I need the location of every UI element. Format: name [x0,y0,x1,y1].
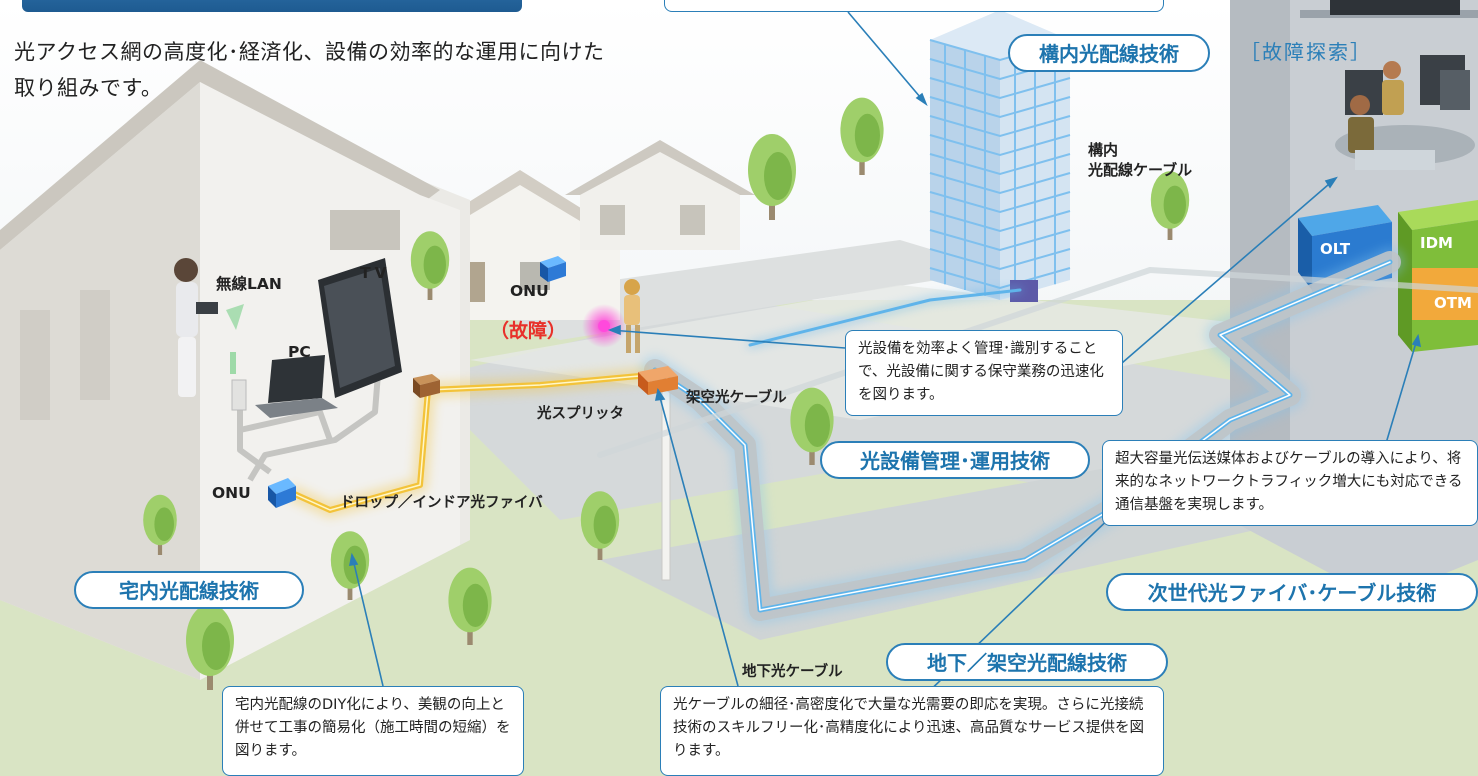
server-room-people [1330,0,1475,170]
router-icon [230,352,247,411]
laptop-icon [255,355,338,418]
tv-label: TV [360,264,391,282]
woman-with-tablet-icon [174,258,244,397]
onu-box-home [268,478,296,508]
building-floor-line [929,229,1071,252]
building-floor-line [929,115,1071,138]
idm-label: IDM [1420,234,1453,252]
tech-indoor-building-wiring: 構内光配線技術 [1008,34,1210,72]
indoor-cables [237,347,383,482]
onu-fault-label: ONU [510,282,549,300]
idm-otm-rack [1398,200,1478,352]
building-floor-line [929,248,1071,271]
olt-label: OLT [1320,240,1351,258]
onu-home-label: ONU [212,484,251,502]
building-cable-label-text: 構内 光配線ケーブル [1088,141,1193,179]
fault-glow-marker [582,304,626,348]
callout-home-diy: 宅内光配線のDIY化により、美観の向上と併せて工事の簡易化（施工時間の短縮）を図… [222,686,524,776]
callout-facility-management: 光設備を効率よく管理･識別することで、光設備に関する保守業務の迅速化を図ります。 [845,330,1123,416]
tree-icon [580,491,620,560]
tree-icon [1150,171,1190,240]
tv-icon [318,258,402,398]
tech-underground-aerial: 地下／架空光配線技術 [886,643,1168,681]
underground-fiber-path [597,247,1478,625]
tech-next-gen-fiber: 次世代光ファイバ･ケーブル技術 [1106,573,1478,611]
tree-icon [448,567,492,645]
building-floor-line [929,153,1071,176]
wireless-lan-label: 無線LAN [216,275,282,293]
splitter-box-home [413,374,440,398]
tree-icon [143,494,177,555]
pc-label: PC [288,343,311,361]
splitter-box-pole [638,366,678,395]
tech-home-wiring: 宅内光配線技術 [74,571,304,609]
tall-building [929,10,1071,302]
fault-label: （故障） [490,320,567,342]
building-floor-line [929,96,1071,119]
underground-cable-label: 地下光ケーブル [742,664,843,680]
intro-text: 光アクセス網の高度化･経済化、設備の効率的な運用に向けた取り組みです。 [14,40,605,100]
tech-facility-management: 光設備管理･運用技術 [820,441,1090,479]
otm-label: OTM [1434,294,1472,312]
drop-fiber-path [286,367,651,518]
worker-icon [624,279,640,353]
callout-pointers [348,11,1422,702]
building-floor-line [929,172,1071,195]
house-back-right [565,140,755,250]
section-header-bar [22,0,522,12]
tree-icon [790,387,834,465]
building-floor-line [929,191,1071,214]
building-floor-line [929,267,1071,290]
callout-cable-density: 光ケーブルの細径･高密度化で大量な光需要の即応を実現。さらに光接続技術のスキルフ… [660,686,1164,776]
top-callout-box [664,0,1164,12]
tree-icon [840,97,884,175]
building-floor-line [929,134,1071,157]
aerial-cable-label: 架空光ケーブル [686,390,787,406]
tree-icon [186,604,234,690]
building-floor-line [929,210,1071,233]
tree-icon [410,231,450,300]
fault-search-title: ［故障探索］ [1240,40,1372,64]
onu-box-fault [540,256,566,282]
callout-next-gen-fiber: 超大容量光伝送媒体およびケーブルの導入により、将来的なネットワークトラフィック増… [1102,440,1478,526]
tree-icon [748,134,796,220]
building-cable-label: 構内 光配線ケーブル [1088,140,1192,180]
splitter-label: 光スプリッタ [537,406,624,422]
building-floor-line [929,77,1071,100]
drop-fiber-label: ドロップ／インドア光ファイバ [340,495,543,511]
